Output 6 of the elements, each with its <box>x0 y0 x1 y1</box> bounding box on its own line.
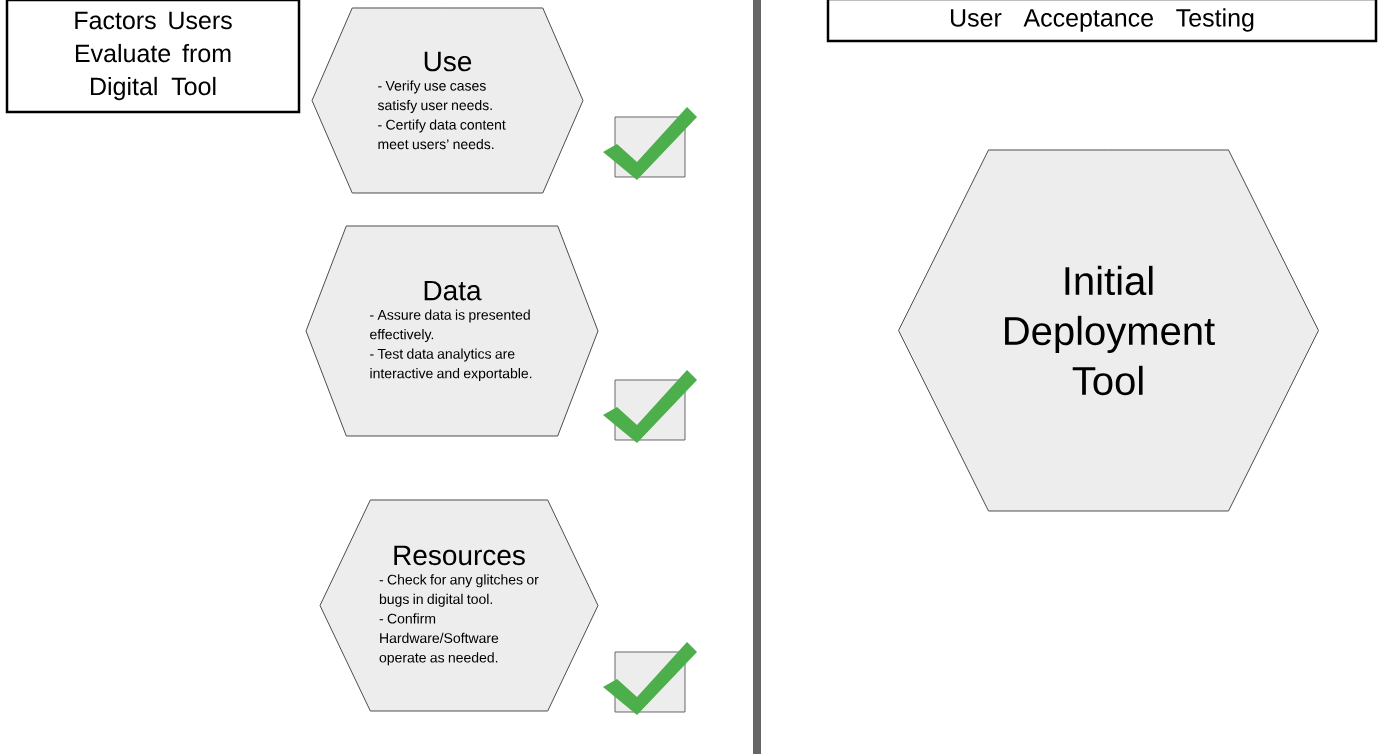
title-box: User Acceptance Testing <box>826 0 1378 43</box>
hexagon: Data - Assure data is presented effectively. - Test data analytics are interactive and exportable. <box>305 225 599 437</box>
hexagon: Resources - Check for any glitches or bugs in digital tool. - Confirm Hardware/Software operate as needed. <box>319 499 599 712</box>
title-box: Factors Users Evaluate from Digital Tool <box>5 0 301 114</box>
hexagon: Initial Deployment Tool <box>898 149 1319 512</box>
hexagon: Use - Verify use cases satisfy user needs. - Certify data content meet users’ needs. <box>311 7 584 194</box>
